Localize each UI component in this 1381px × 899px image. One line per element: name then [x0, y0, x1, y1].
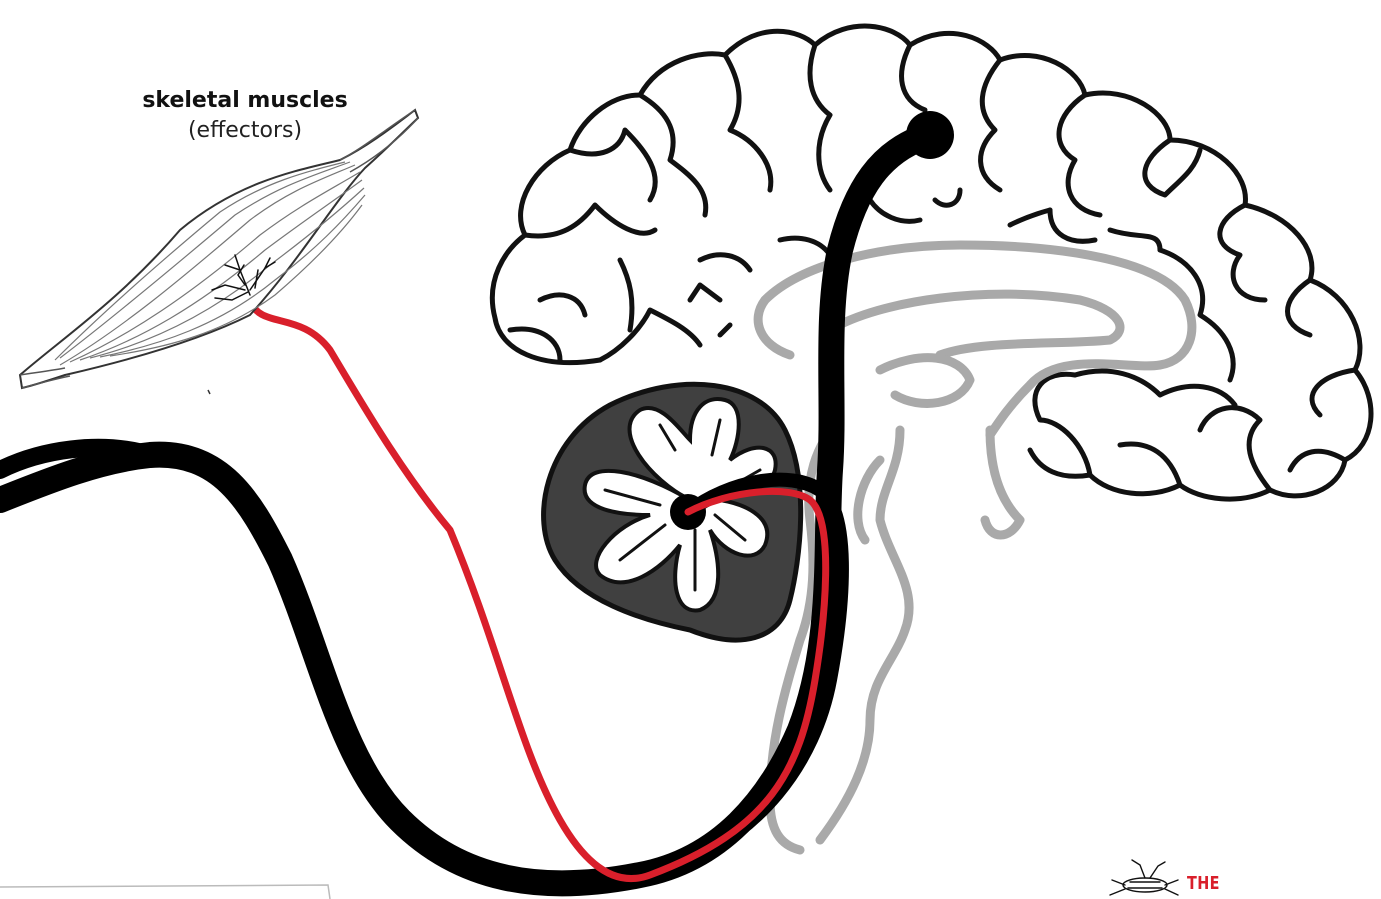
effector-subtitle: (effectors)	[110, 116, 380, 146]
skeletal-muscles-label: skeletal muscles (effectors)	[110, 86, 380, 146]
logo-text: THE	[1187, 873, 1220, 894]
muscle-body	[20, 110, 418, 388]
effector-title: skeletal muscles	[110, 86, 380, 116]
skeletal-muscle	[20, 110, 418, 388]
cerebellum	[544, 384, 801, 640]
motor-cortex-neuron	[906, 111, 954, 159]
stray-marks	[0, 885, 330, 899]
tick-mark	[208, 390, 210, 394]
spider-logo-icon	[1110, 860, 1178, 895]
